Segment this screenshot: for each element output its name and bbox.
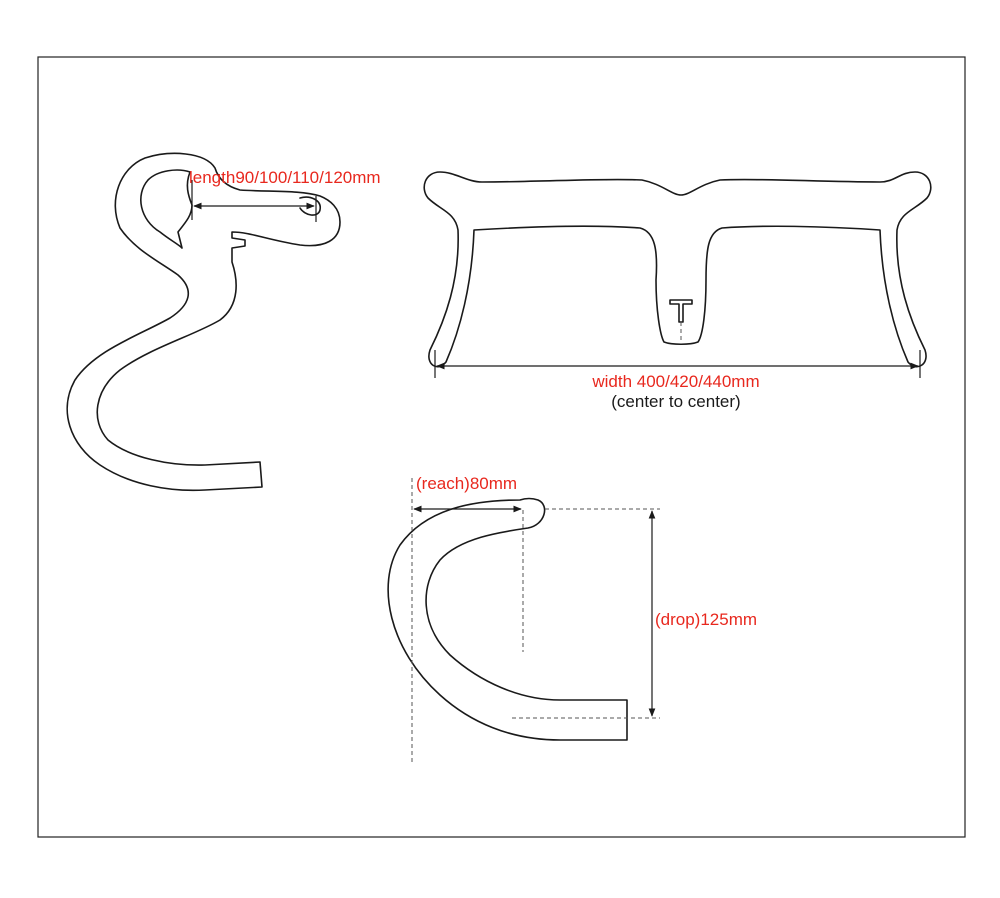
front-view-drawing	[423, 171, 932, 378]
reach-label: (reach)80mm	[416, 474, 517, 493]
width-label: width 400/420/440mm	[591, 372, 759, 391]
width-note: (center to center)	[611, 392, 740, 411]
drop-label: (drop)125mm	[655, 610, 757, 629]
side-view-drawing	[66, 152, 341, 492]
length-label: length90/100/110/120mm	[189, 168, 381, 187]
diagram-frame	[37, 56, 966, 838]
profile-view-drawing	[387, 478, 660, 765]
